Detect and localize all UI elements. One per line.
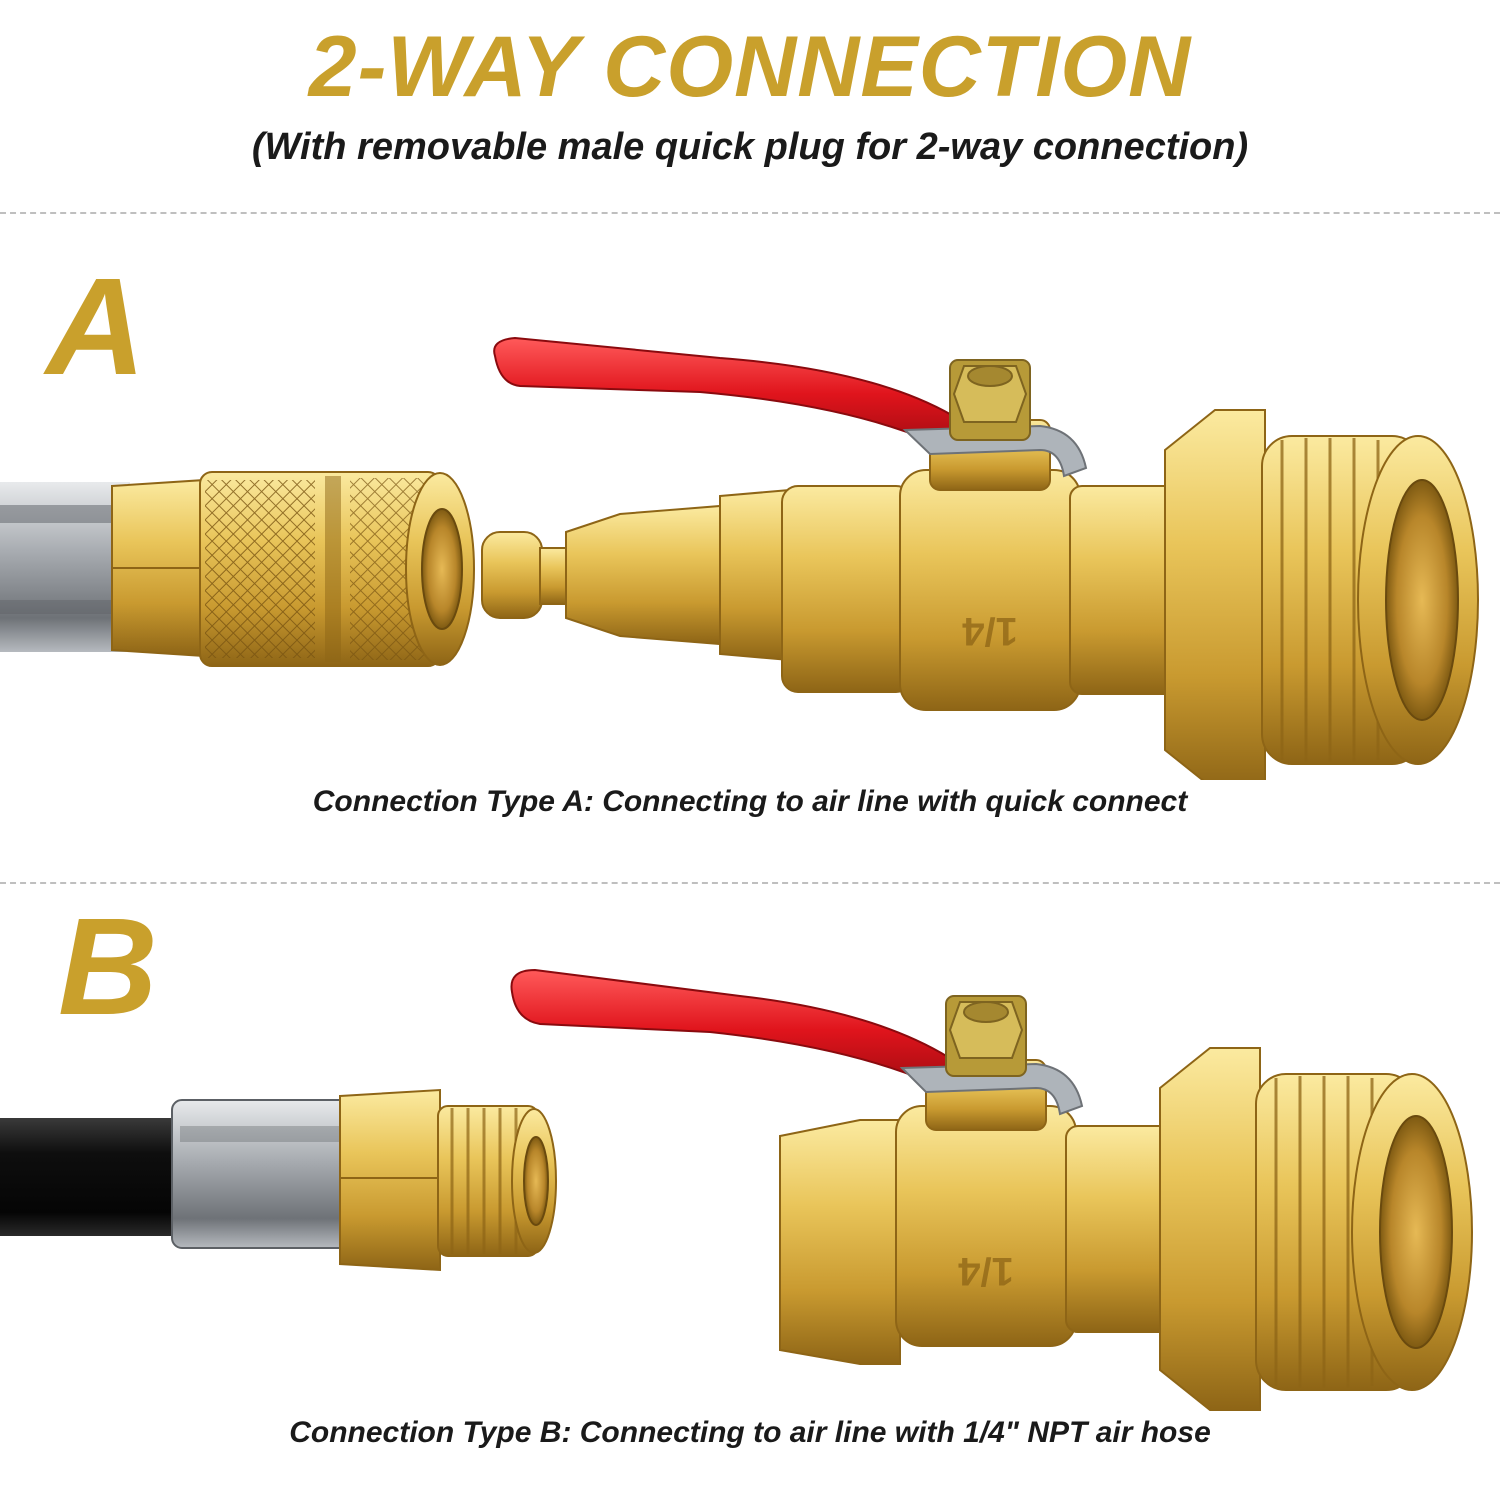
valve-marking-a: 1/4 bbox=[961, 609, 1017, 653]
ball-valve-body-b: 1/4 bbox=[779, 1059, 1177, 1365]
ball-valve-body-a: 1/4 bbox=[781, 419, 1181, 711]
divider-middle bbox=[0, 882, 1500, 884]
divider-top bbox=[0, 212, 1500, 214]
black-air-hose bbox=[0, 1118, 190, 1236]
section-a-caption: Connection Type A: Connecting to air lin… bbox=[312, 785, 1188, 818]
section-b-illustration: 1/4 bbox=[0, 968, 1473, 1411]
page-subtitle: (With removable male quick plug for 2-wa… bbox=[251, 126, 1249, 168]
stem-nut-a bbox=[949, 359, 1031, 441]
section-b-letter: B bbox=[58, 890, 158, 1044]
hose-thread-adapter-b bbox=[1159, 1047, 1473, 1411]
page-title: 2-WAY CONNECTION bbox=[308, 19, 1192, 115]
npt-male-fitting bbox=[339, 1088, 557, 1272]
male-quick-plug bbox=[481, 488, 791, 662]
valve-marking-b: 1/4 bbox=[957, 1249, 1013, 1293]
stem-nut-b bbox=[945, 995, 1027, 1077]
section-a-letter: A bbox=[46, 250, 146, 404]
section-a-illustration: 1/4 bbox=[0, 336, 1479, 780]
section-b-caption: Connection Type B: Connecting to air lin… bbox=[289, 1416, 1211, 1449]
red-lever-handle-a bbox=[493, 336, 1088, 478]
hose-sleeve-a bbox=[0, 482, 130, 652]
coupler-hex-a bbox=[111, 478, 206, 658]
hose-thread-adapter-a bbox=[1164, 409, 1479, 780]
hose-ferrule-b bbox=[171, 1099, 353, 1249]
quick-coupler-a bbox=[199, 471, 475, 667]
